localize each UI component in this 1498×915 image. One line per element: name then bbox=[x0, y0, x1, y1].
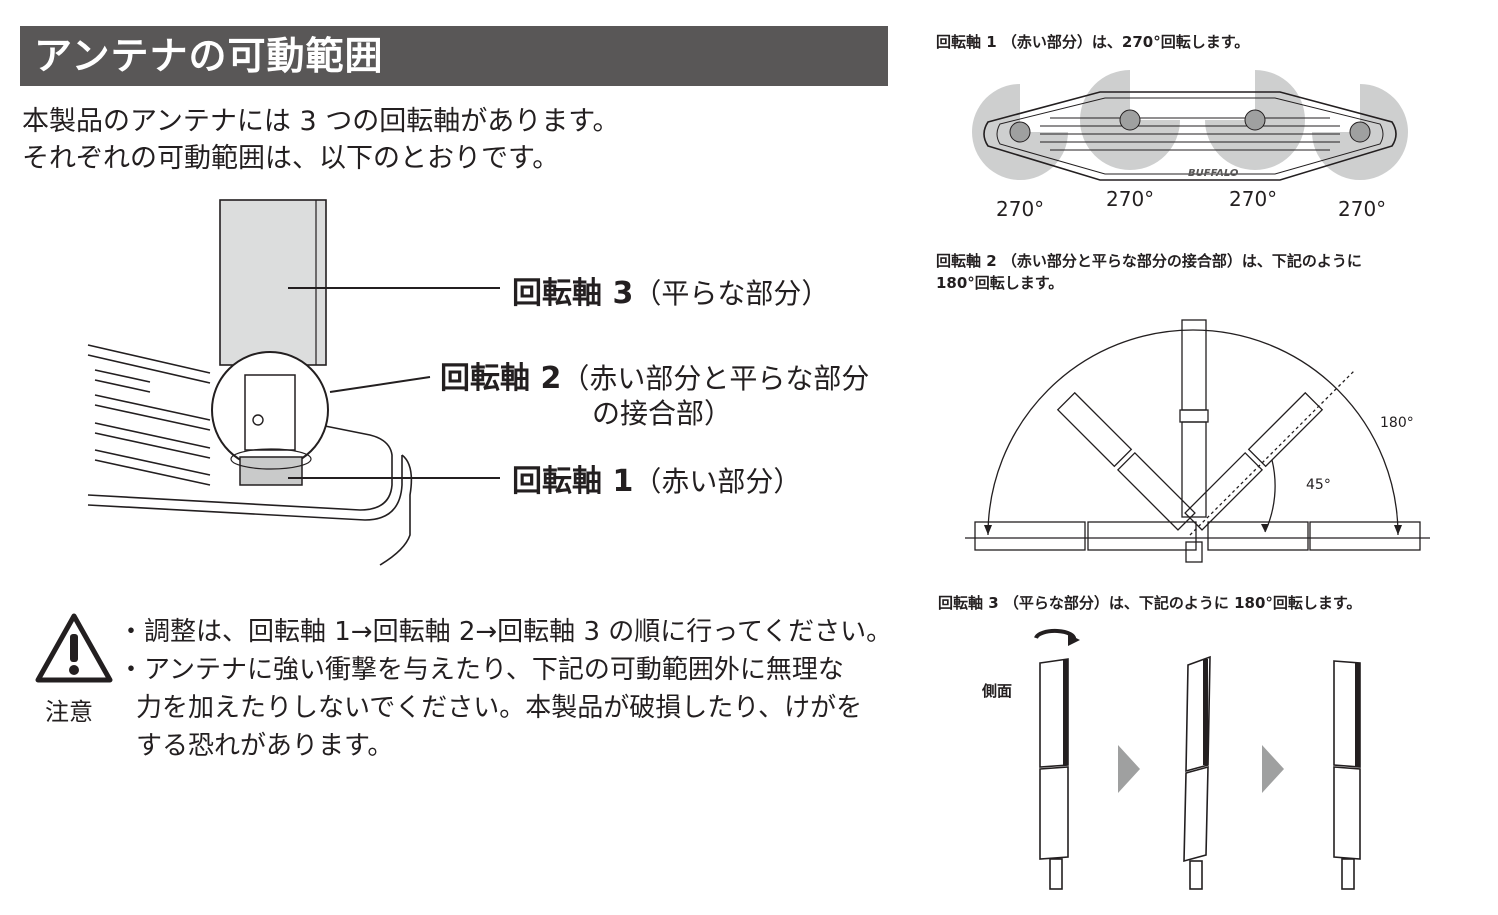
figure-3-antenna-sequence bbox=[1039, 655, 1361, 890]
figure-1-router-top-view: BUFFALO bbox=[972, 70, 1408, 181]
callout-axis-2-part2: の接合部） bbox=[592, 397, 733, 430]
caution-item-2: ・アンテナに強い衝撃を与えたり、下記の可動範囲外に無理な bbox=[118, 655, 844, 685]
caution-item-2-cont2: する恐れがあります。 bbox=[136, 731, 394, 761]
intro-line-2: それぞれの可動範囲は、以下のとおりです。 bbox=[22, 143, 560, 174]
figure-1-angle-4: 270° bbox=[1338, 197, 1387, 221]
figure-2-rotation-diagram bbox=[965, 319, 1430, 563]
figure-2-angle-180: 180° bbox=[1380, 415, 1414, 431]
callout-axis-3-part: （平らな部分） bbox=[633, 277, 830, 310]
figure-1-angle-2: 270° bbox=[1106, 187, 1155, 211]
caution-item-1: ・調整は、回転軸 1→回転軸 2→回転軸 3 の順に行ってください。 bbox=[118, 617, 893, 647]
callout-axis-2-continued: の接合部） bbox=[592, 392, 732, 432]
figure-3-caption: 回転軸 3 （平らな部分）は、下記のように 180°回転します。 bbox=[938, 594, 1362, 612]
callout-axis-3: 回転軸 3（平らな部分） bbox=[512, 268, 829, 312]
figure-1-caption: 回転軸 1 （赤い部分）は、270°回転します。 bbox=[936, 33, 1250, 51]
figure-2-caption-line-2: 180°回転します。 bbox=[936, 274, 1064, 292]
caution-label: 注意 bbox=[45, 698, 93, 726]
caution-item-2-cont: 力を加えたりしないでください。本製品が破損したり、けがを bbox=[136, 693, 863, 723]
figure-1-angle-3: 270° bbox=[1229, 187, 1278, 211]
figure-3-side-label: 側面 bbox=[982, 682, 1013, 700]
callout-axis-2-part: （赤い部分と平らな部分 bbox=[561, 362, 870, 395]
rotate-arrow-icon bbox=[1034, 628, 1080, 646]
callout-axis-2: 回転軸 2（赤い部分と平らな部分 bbox=[440, 353, 869, 397]
callout-axis-1: 回転軸 1（赤い部分） bbox=[512, 456, 801, 500]
figure-1-brand: BUFFALO bbox=[1188, 168, 1239, 179]
callout-axis-1-label: 回転軸 1 bbox=[512, 464, 634, 499]
callout-axis-2-label: 回転軸 2 bbox=[440, 361, 562, 396]
callout-axis-1-part: （赤い部分） bbox=[633, 465, 802, 498]
figure-2-caption-line-1: 回転軸 2 （赤い部分と平らな部分の接合部）は、下記のように bbox=[936, 252, 1362, 270]
figure-1-angle-1: 270° bbox=[996, 197, 1045, 221]
section-title: アンテナの可動範囲 bbox=[20, 26, 888, 86]
figure-2-angle-45: 45° bbox=[1306, 477, 1331, 493]
intro-line-1: 本製品のアンテナには 3 つの回転軸があります。 bbox=[22, 106, 620, 137]
antenna-closeup-illustration bbox=[87, 199, 413, 566]
callout-axis-3-label: 回転軸 3 bbox=[512, 276, 634, 311]
warning-triangle-icon bbox=[35, 613, 113, 683]
callout-leader-lines bbox=[288, 287, 500, 479]
